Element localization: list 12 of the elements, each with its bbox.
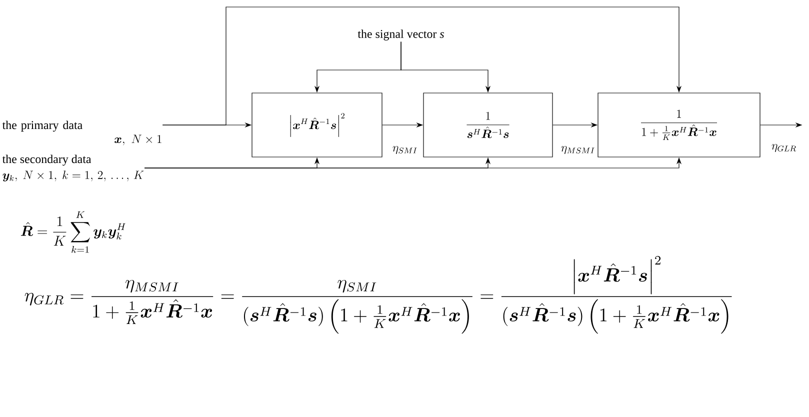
process-box: $\frac{1}{\bm{s}^H\hat{\bm{R}}^{-1}\bm{s}}$ (423, 92, 553, 158)
signal-label: the signal vector s (358, 30, 444, 40)
edge-label: $\eta_{SMI}$ (391, 145, 419, 155)
arrow (162, 6, 682, 126)
process-box: $\left|\bm{x}^H\hat{\bm{R}}^{-1}\bm{s}\right|^2$ (252, 92, 382, 158)
process-box: $\frac{1}{1+\frac{1}{K}\bm{x}^H\hat{\bm{R}}^{-1}\bm{x}}$ (598, 92, 760, 158)
equation: $\hat{\bm{R}} = \frac{1}{K}\sum_{k=1}^{K}\bm{y}_k\bm{y}_k^H$ (20, 211, 126, 253)
data-label: the secondary data $\bm{y}_k,\ N\times 1,\ k=1,\,2,\,\ldots,\,K$ (2, 154, 144, 182)
edge-label: $\eta_{GLR}$ (770, 143, 798, 153)
edge-label: $\eta_{MSMI}$ (560, 145, 596, 155)
data-label: the primary data $\bm{x},\ N\times 1$ (2, 120, 162, 146)
equation: $\eta_{GLR} = \frac{\eta_{MSMI}}{1+\frac{1}{K}\bm{x}^H\hat{\bm{R}}^{-1}\bm{x}} = \frac{\eta_{SMI}}{(\bm{s}^H\hat{\bm{R}}^{-1}\bm{s})\left(1+\frac{1}{K}\bm{x}^H\hat{\bm{R}}^{-1}\bm{x}\right)} = \frac{\left|\bm{x}^H\hat{\bm{R}}^{-1}\bm{s}\right|^2}{(\bm{s}^H\hat{\bm{R}}^{-1}\bm{s})\left(1+\frac{1}{K}\bm{x}^H\hat{\bm{R}}^{-1}\bm{x}\right)}$ (24, 256, 732, 334)
